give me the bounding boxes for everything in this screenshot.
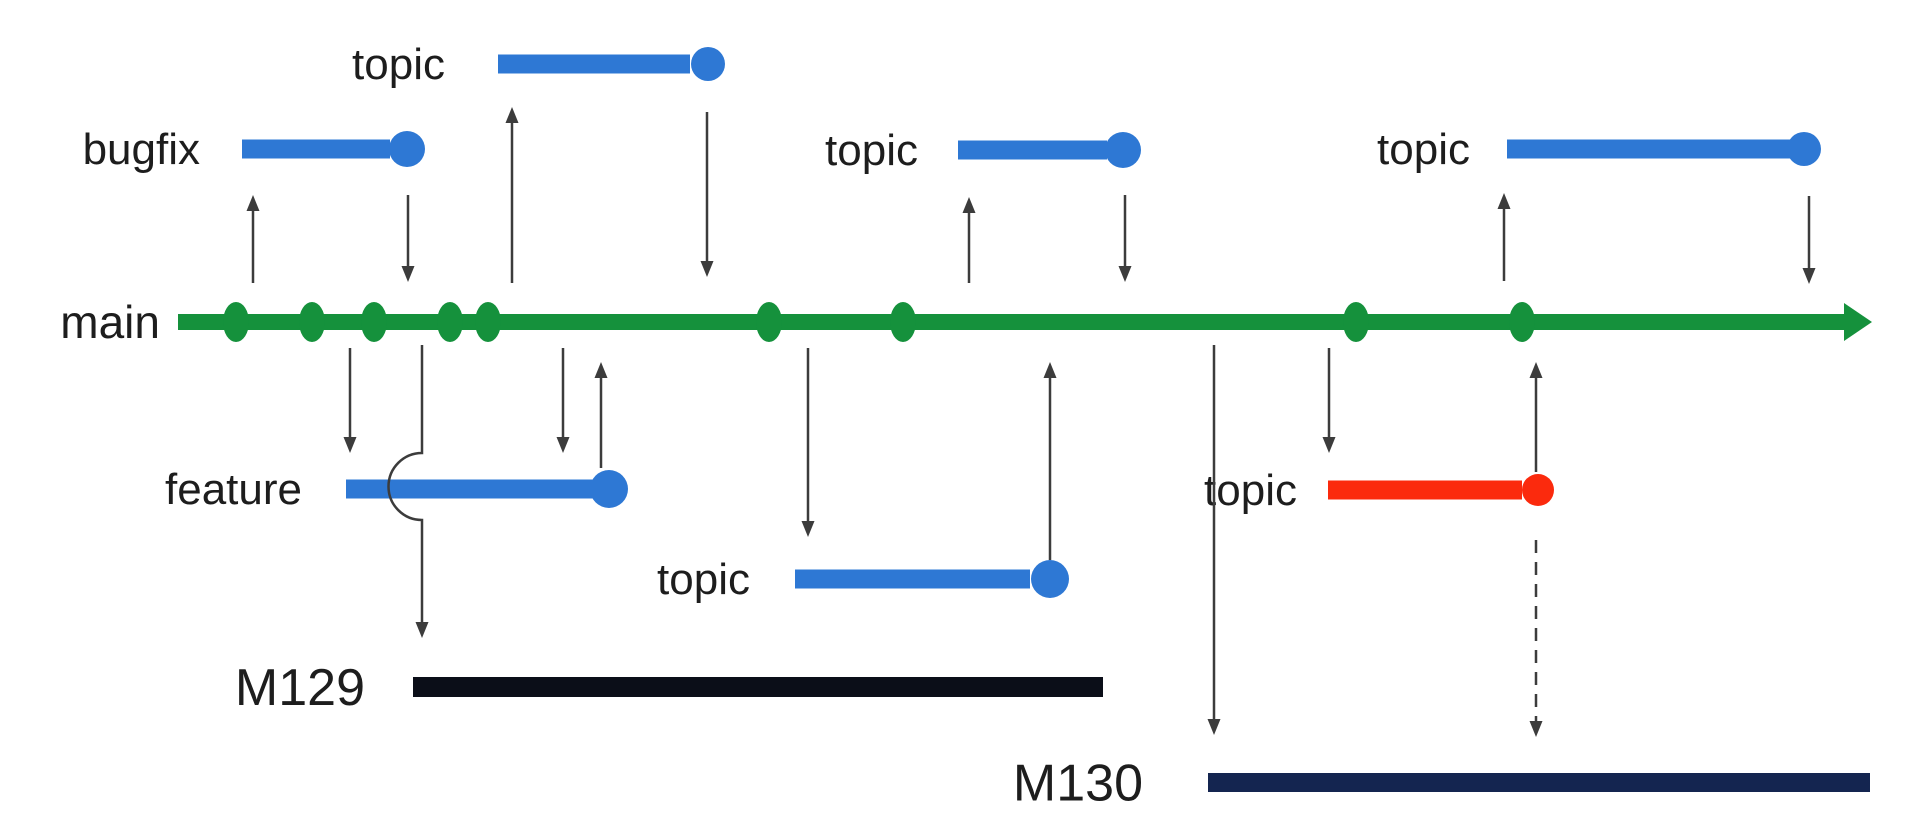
branch-bar-topic-4: [1507, 139, 1790, 159]
commit-dot-6: [756, 302, 782, 342]
topic-2-merge-arrow-head-icon: [1118, 266, 1132, 282]
main-branch-arrowhead-icon: [1844, 303, 1872, 341]
branch-label-bugfix: bugfix: [83, 125, 200, 174]
topic-3-merge-arrow-head-icon: [1043, 362, 1057, 378]
branch-label-topic-5: topic: [1204, 466, 1297, 515]
branch-bar-topic-1: [498, 54, 690, 74]
main-branch-label: main: [60, 296, 160, 348]
commit-dot-3: [361, 302, 387, 342]
commit-dot-7: [890, 302, 916, 342]
commit-dot-4: [437, 302, 463, 342]
feature-merge-arrow-head-icon: [594, 362, 608, 378]
branch-label-topic-4: topic: [1377, 125, 1470, 174]
branch-head-circle-topic-2: [1105, 132, 1141, 168]
feature-branch-arrow-head-icon: [343, 437, 357, 453]
topic-1-merge-arrow-head-icon: [700, 261, 714, 277]
commit-dot-5: [475, 302, 501, 342]
commit-dot-1: [223, 302, 249, 342]
topic-5-merge-arrow-head-icon: [1529, 362, 1543, 378]
topic-4-branch-arrow-head-icon: [1497, 193, 1511, 209]
branch-bar-topic-3: [795, 569, 1030, 589]
branch-bar-topic-5: [1328, 480, 1522, 500]
bugfix-merge-arrow-head-icon: [401, 266, 415, 282]
bugfix-branch-arrow-head-icon: [246, 195, 260, 211]
commit-dot-2: [299, 302, 325, 342]
release-label-m130: M130: [1013, 755, 1143, 813]
topic-3-branch-arrow-head-icon: [801, 521, 815, 537]
branch-head-circle-feature: [590, 470, 628, 508]
commit-dot-8: [1343, 302, 1369, 342]
branch-label-topic-1: topic: [352, 40, 445, 89]
branch-bar-bugfix: [242, 139, 390, 159]
release-label-m129: M129: [235, 659, 365, 717]
branch-head-circle-topic-3: [1031, 560, 1069, 598]
branch-label-topic-2: topic: [825, 126, 918, 175]
topic-1-branch-arrow-head-icon: [505, 107, 519, 123]
m130-release-arrow-head-icon: [1207, 719, 1221, 735]
branch-bar-feature: [346, 479, 597, 499]
branch-label-feature: feature: [165, 465, 302, 514]
branch-head-circle-bugfix: [389, 131, 425, 167]
topic-2-branch-arrow-head-icon: [962, 197, 976, 213]
m129-release-arrow-head-icon: [415, 622, 429, 638]
release-bar-m129: [413, 677, 1103, 697]
main-branch-line: [178, 314, 1846, 330]
branch-bar-topic-2: [958, 140, 1107, 160]
branch-label-topic-3: topic: [657, 555, 750, 604]
branch-head-circle-topic-1: [691, 47, 725, 81]
m129-release-arrow: [387, 345, 424, 625]
feature-update-arrow-head-icon: [556, 437, 570, 453]
branch-head-circle-topic-4: [1787, 132, 1821, 166]
topic-4-merge-arrow-head-icon: [1802, 268, 1816, 284]
commit-dot-9: [1509, 302, 1535, 342]
topic-5-release-arrow-head-icon: [1529, 721, 1543, 737]
branch-head-circle-topic-5: [1522, 474, 1554, 506]
release-bar-m130: [1208, 773, 1870, 792]
topic-5-branch-arrow-head-icon: [1322, 437, 1336, 453]
